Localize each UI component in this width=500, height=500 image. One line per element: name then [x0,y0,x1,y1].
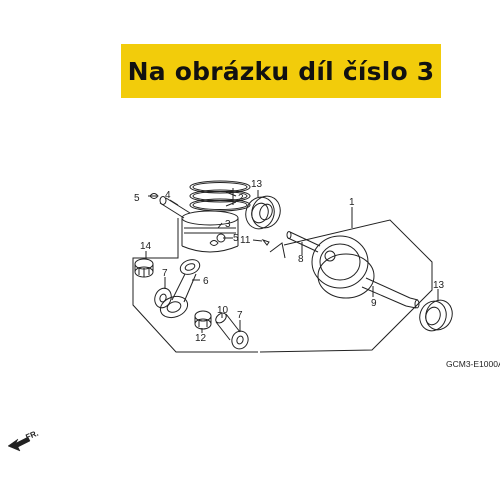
callout-7-right: 7 [237,310,243,321]
diagram-code: GCM3-E1000A [446,359,500,369]
callout-14: 14 [140,241,152,252]
callout-11: 11 [240,235,251,246]
crankshaft [286,231,420,309]
thrust-washer-left [154,287,172,309]
callout-12: 12 [195,333,207,344]
callout-labels: 4 5 2 3 13 14 5 11 1 8 9 13 7 6 10 7 12 … [134,179,500,369]
banner-text: Na obrázku díl číslo 3 [127,56,435,86]
piston-pin-clip [149,193,219,246]
callout-13-right: 13 [433,280,445,291]
leader-lines [145,188,439,333]
woodruff-key [261,238,270,246]
callout-8: 8 [298,254,304,265]
callout-6: 6 [203,276,209,287]
crank-bearing-lower [419,299,453,332]
callout-4: 4 [165,190,171,201]
callout-5-top: 5 [134,193,140,204]
big-end-needle-bearing [194,310,212,330]
connecting-rod [159,259,201,319]
small-end-needle-bearing [134,258,154,278]
thrust-washer-right [231,330,249,350]
callout-13-top: 13 [251,179,263,190]
part-number-banner: Na obrázku díl číslo 3 [121,44,441,98]
callout-3: 3 [225,219,231,230]
callout-5-side: 5 [233,233,239,244]
callout-9: 9 [371,298,377,309]
front-direction-label: FR. [24,429,39,442]
crank-pin [215,312,241,341]
front-direction-arrow-icon: FR. [7,429,40,452]
callout-7-left: 7 [162,268,168,279]
callout-2: 2 [238,193,244,204]
piston [181,210,239,253]
crank-bearing-upper [245,195,281,230]
callout-10: 10 [217,305,229,316]
assembly-frame [132,218,433,353]
callout-1: 1 [349,197,355,208]
